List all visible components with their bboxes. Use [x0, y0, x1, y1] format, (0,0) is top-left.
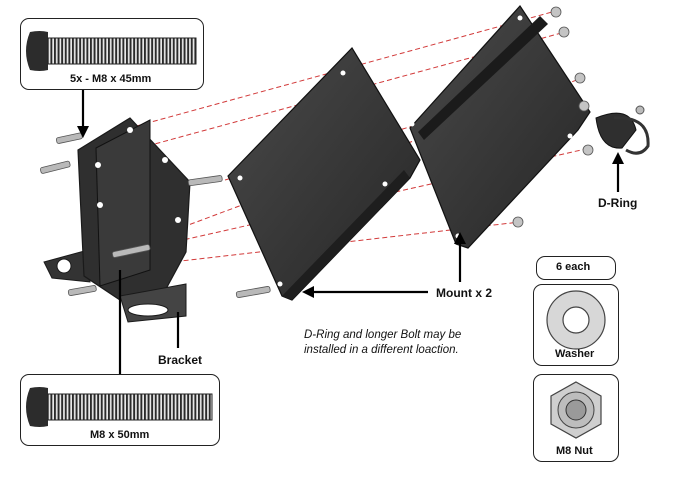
mount-plate-left [227, 47, 421, 301]
loose-bolts [40, 132, 271, 298]
bolt-45mm-label: 5x - M8 x 45mm [70, 73, 152, 85]
bracket-label: Bracket [158, 353, 203, 367]
bracket-part [43, 117, 191, 323]
bolt-50mm-label: M8 x 50mm [90, 429, 150, 441]
nut-label: M8 Nut [556, 445, 593, 457]
install-note-line-2: installed in a different loaction. [304, 344, 459, 356]
loose-nuts [512, 6, 594, 228]
install-note: D-Ring and longer Bolt may be installed … [304, 328, 461, 358]
each-count-label: 6 each [556, 261, 591, 273]
d-ring-part [595, 105, 650, 155]
washer-image [546, 290, 606, 350]
nut-image [550, 381, 602, 439]
d-ring-label: D-Ring [598, 196, 638, 210]
bolt-50mm-image [26, 387, 213, 427]
each-count-callout [536, 256, 616, 280]
mount-plate-right [409, 5, 591, 249]
arrow-heads [77, 126, 624, 298]
install-note-line-1: D-Ring and longer Bolt may be [304, 329, 462, 341]
washer-label: Washer [555, 348, 595, 360]
leader-lines [81, 90, 620, 374]
bolt-45mm-image [26, 31, 197, 71]
mount-label: Mount x 2 [436, 286, 492, 300]
